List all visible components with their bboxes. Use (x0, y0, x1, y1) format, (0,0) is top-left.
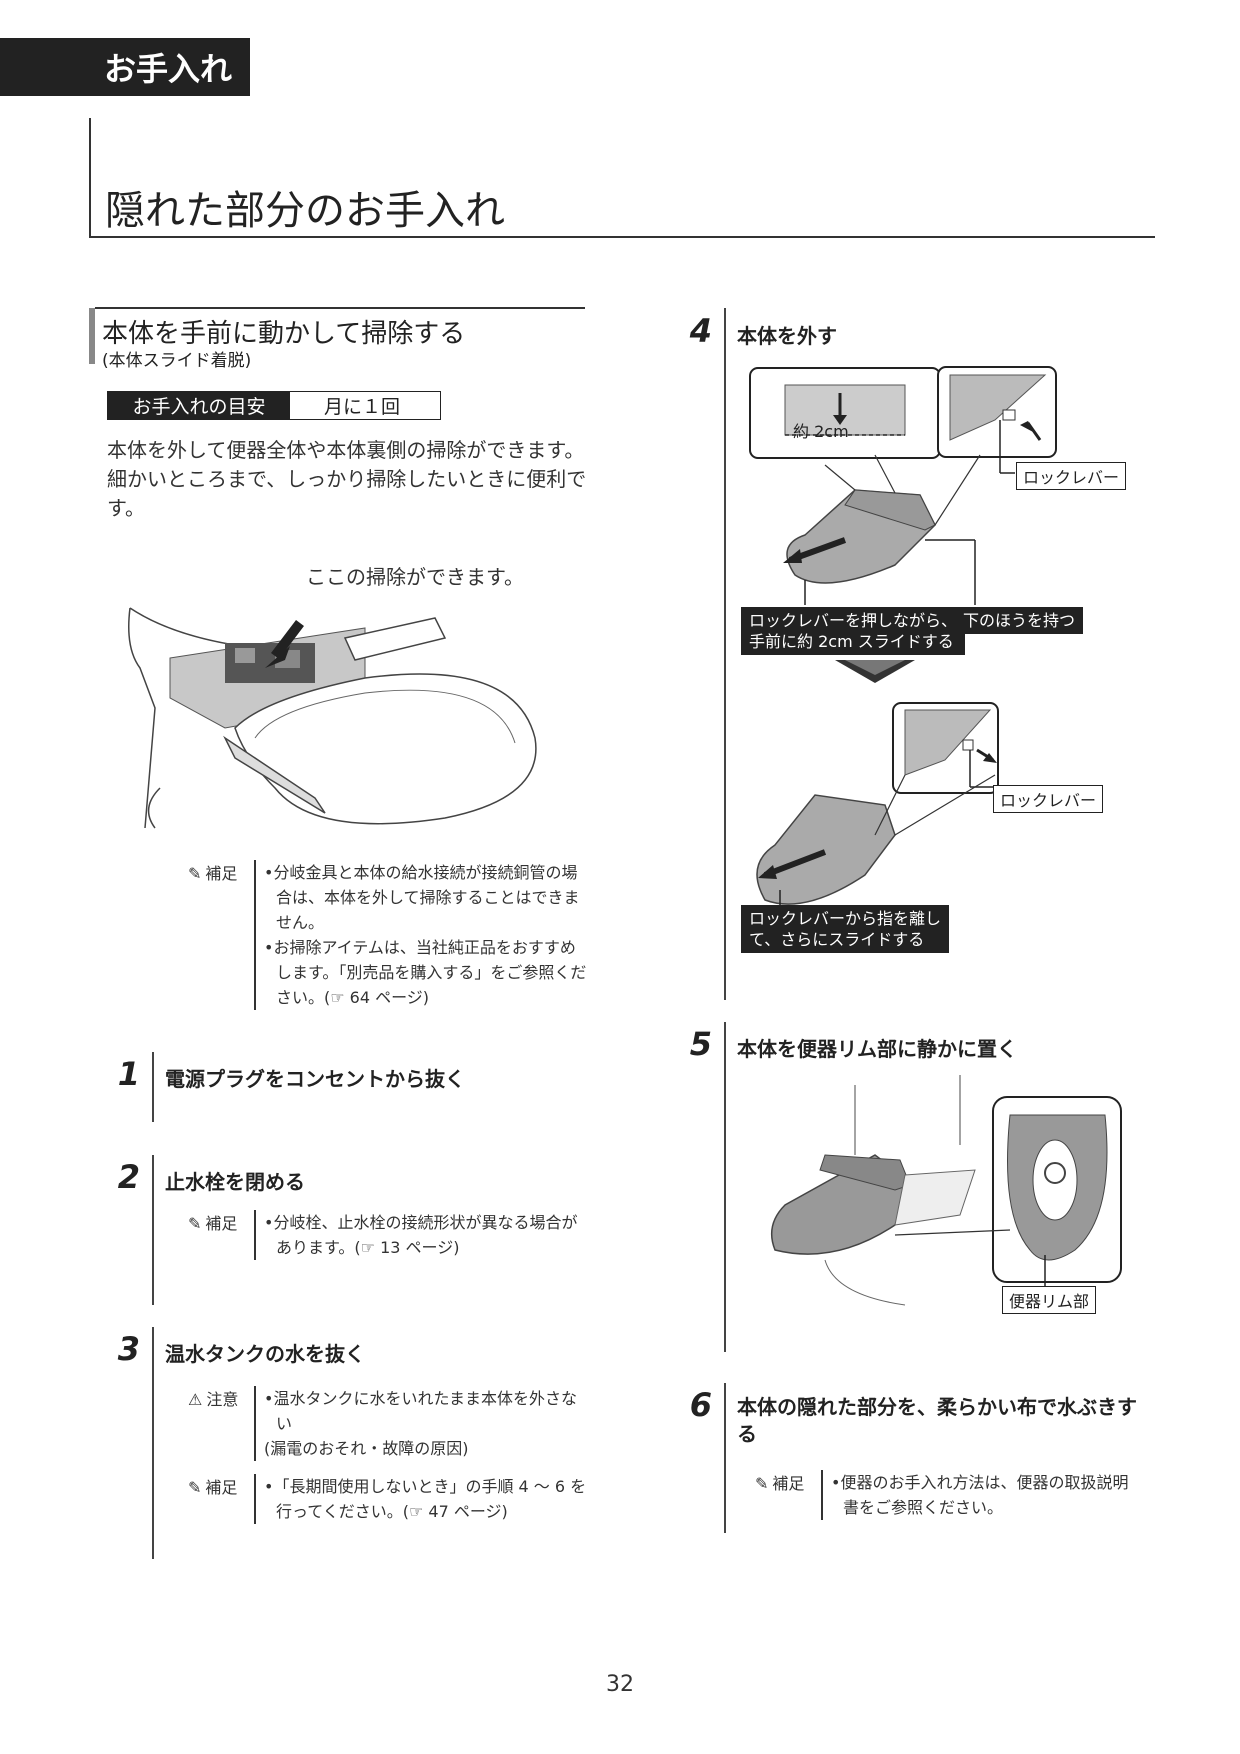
step-2-title: 止水栓を閉める (165, 1170, 305, 1194)
step-3-caution: ⚠ 注意 •温水タンクに水をいれたまま本体を外さない (漏電のおそれ・故障の原因… (188, 1386, 588, 1461)
instruction-line: ロックレバーを押しながら、 (749, 611, 958, 630)
step-5-rule (724, 1022, 726, 1352)
instruction-label-1: ロックレバーを押しながら、 手前に約 2cm スライドする (741, 607, 966, 655)
place-on-rim-illustration (770, 1075, 1122, 1306)
instruction-line: 手前に約 2cm スライドする (749, 632, 954, 651)
step-3-rule (152, 1327, 154, 1559)
note-body: •分岐栓、止水栓の接続形状が異なる場合があります。(☞ 13 ページ) (254, 1210, 588, 1260)
pencil-icon: ✎ (188, 864, 202, 883)
step-2-rule (152, 1155, 154, 1305)
title-rule-vertical (89, 118, 91, 238)
step-5-number: 5 (689, 1025, 712, 1063)
pencil-icon: ✎ (188, 1478, 202, 1497)
care-frequency-label: お手入れの目安 (108, 392, 290, 419)
pencil-icon: ✎ (188, 1214, 202, 1233)
step-6-note: ✎ 補足 •便器のお手入れ方法は、便器の取扱説明書をご参照ください。 (755, 1470, 1140, 1520)
dimension-label: 約 2cm (793, 422, 849, 441)
intro-text: 本体を外して便器全体や本体裏側の掃除ができます。 細かいところまで、しっかり掃除… (107, 436, 587, 523)
step-4-number: 4 (689, 312, 712, 350)
caution-tag-label: 注意 (206, 1390, 239, 1409)
pencil-icon: ✎ (755, 1474, 769, 1493)
note-tag: ✎ 補足 (188, 1210, 254, 1260)
step-4-title: 本体を外す (737, 324, 837, 348)
lock-lever-label-2: ロックレバー (993, 785, 1104, 813)
note-tag: ✎ 補足 (188, 860, 254, 1010)
page-number: 32 (606, 1672, 634, 1697)
note-item: •便器のお手入れ方法は、便器の取扱説明書をご参照ください。 (831, 1473, 1129, 1517)
intro-line: 本体を外して便器全体や本体裏側の掃除ができます。 (107, 438, 585, 462)
note-body: •「長期間使用しないとき」の手順 4 ～ 6 を行ってください。(☞ 47 ペー… (254, 1474, 588, 1524)
caution-item: (漏電のおそれ・故障の原因) (264, 1439, 469, 1458)
subsection-bar (89, 308, 95, 364)
note-item: •分岐金具と本体の給水接続が接続銅管の場合は、本体を外して掃除することはできませ… (264, 863, 580, 932)
step-5-title: 本体を便器リム部に静かに置く (737, 1037, 1017, 1061)
note-item: •分岐栓、止水栓の接続形状が異なる場合があります。(☞ 13 ページ) (264, 1213, 578, 1257)
subsection-subtitle: (本体スライド着脱) (102, 351, 252, 371)
hold-position-label: 下のほうを持つ (955, 607, 1084, 634)
note-body: •分岐金具と本体の給水接続が接続銅管の場合は、本体を外して掃除することはできませ… (254, 860, 588, 1010)
note-tag-label: 補足 (772, 1474, 805, 1493)
step-1-rule (152, 1052, 154, 1122)
caution-tag: ⚠ 注意 (188, 1386, 254, 1461)
step-6-title: 本体の隠れた部分を、柔らかい布で水ぶきする (737, 1395, 1137, 1446)
section-tab: お手入れ (0, 38, 250, 96)
step-6-number: 6 (689, 1386, 712, 1424)
step-1-title: 電源プラグをコンセントから抜く (165, 1067, 465, 1091)
page-title: 隠れた部分のお手入れ (105, 188, 505, 234)
note-tag: ✎ 補足 (755, 1470, 821, 1520)
subsection-rule (95, 307, 585, 309)
cleaning-area-callout: ここの掃除ができます。 (306, 565, 524, 589)
warning-triangle-icon: ⚠ (188, 1390, 203, 1409)
step-1-number: 1 (117, 1055, 140, 1093)
note-item: •「長期間使用しないとき」の手順 4 ～ 6 を行ってください。(☞ 47 ペー… (264, 1477, 587, 1521)
instruction-line: ロックレバーから指を離し (749, 909, 942, 928)
step-6-rule (724, 1383, 726, 1533)
title-rule-horizontal (89, 236, 1155, 238)
toilet-cleaning-area-illustration (128, 607, 537, 829)
subsection-title: 本体を手前に動かして掃除する (102, 319, 466, 349)
note-body: •便器のお手入れ方法は、便器の取扱説明書をご参照ください。 (821, 1470, 1140, 1520)
intro-line: 細かいところまで、しっかり掃除したいときに便利です。 (107, 467, 587, 520)
caution-body: •温水タンクに水をいれたまま本体を外さない (漏電のおそれ・故障の原因) (254, 1386, 588, 1461)
remove-unit-illustration (749, 366, 1057, 910)
step-3-note: ✎ 補足 •「長期間使用しないとき」の手順 4 ～ 6 を行ってください。(☞ … (188, 1474, 588, 1524)
step-4-rule (724, 308, 726, 1000)
care-frequency-box: お手入れの目安 月に１回 (107, 391, 441, 420)
note-item: •お掃除アイテムは、当社純正品をおすすめします。「別売品を購入する」をご参照くだ… (264, 938, 587, 1007)
note-tag: ✎ 補足 (188, 1474, 254, 1524)
rim-label: 便器リム部 (1002, 1286, 1097, 1314)
supplement-note: ✎ 補足 •分岐金具と本体の給水接続が接続銅管の場合は、本体を外して掃除すること… (188, 860, 588, 1010)
step-2-number: 2 (117, 1158, 140, 1196)
step-3-title: 温水タンクの水を抜く (165, 1342, 365, 1366)
note-tag-label: 補足 (205, 1478, 238, 1497)
instruction-line: て、さらにスライドする (749, 930, 925, 949)
step-3-number: 3 (117, 1330, 140, 1368)
instruction-label-2: ロックレバーから指を離し て、さらにスライドする (741, 905, 950, 953)
caution-item: •温水タンクに水をいれたまま本体を外さない (264, 1389, 577, 1433)
care-frequency-value: 月に１回 (324, 396, 401, 418)
lock-lever-label-1: ロックレバー (1016, 462, 1127, 490)
note-tag-label: 補足 (205, 864, 238, 883)
note-tag-label: 補足 (205, 1214, 238, 1233)
step-2-note: ✎ 補足 •分岐栓、止水栓の接続形状が異なる場合があります。(☞ 13 ページ) (188, 1210, 588, 1260)
